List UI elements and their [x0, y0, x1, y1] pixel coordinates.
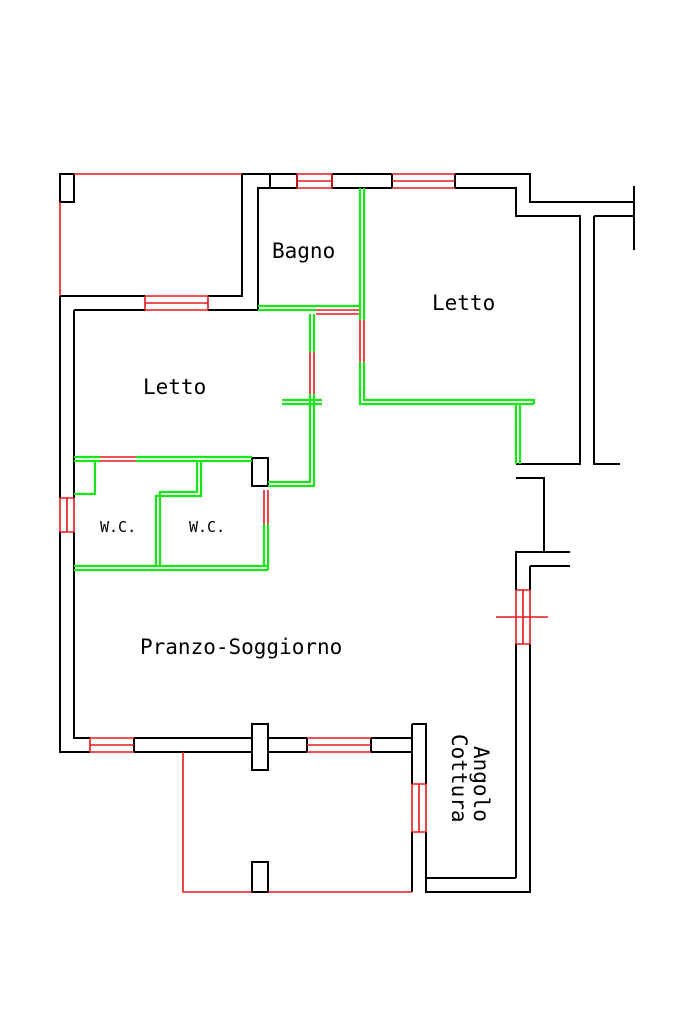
room-label-angolo: Angolo: [469, 746, 493, 822]
room-label-cottura: Cottura: [447, 734, 471, 823]
room-labels: Bagno Letto Letto W.C. W.C. Pranzo-Soggi…: [100, 239, 495, 823]
openings: [59, 173, 548, 893]
room-label-pranzo-soggiorno: Pranzo-Soggiorno: [140, 635, 342, 659]
room-label-bagno: Bagno: [272, 239, 335, 263]
room-label-wc-left: W.C.: [100, 518, 136, 536]
walls: [59, 173, 635, 893]
partitions: [74, 188, 536, 572]
room-label-wc-right: W.C.: [189, 518, 225, 536]
room-label-letto-right: Letto: [432, 291, 495, 315]
room-label-letto-left: Letto: [143, 375, 206, 399]
